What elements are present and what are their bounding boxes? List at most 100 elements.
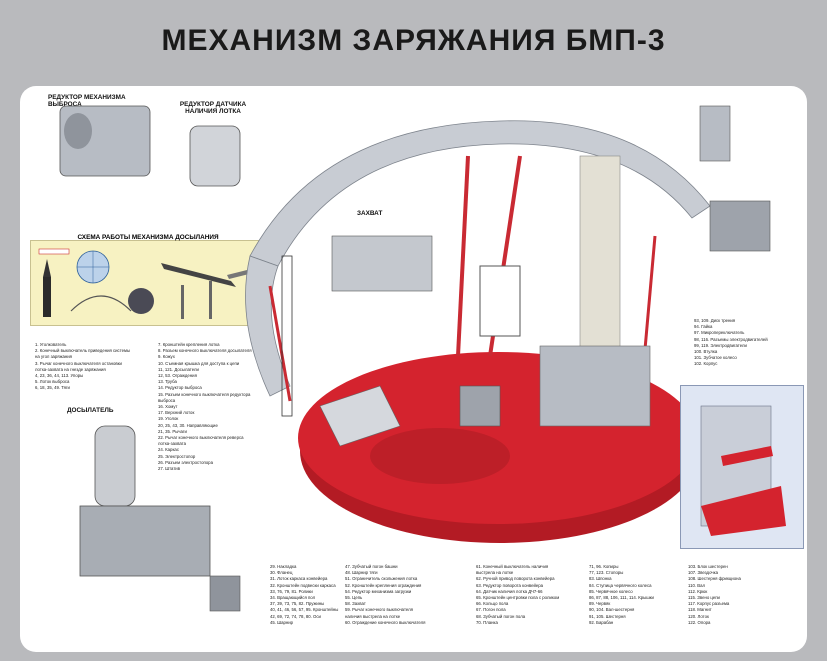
legend-entry: 63. Редуктор поворота конвейера bbox=[476, 582, 544, 588]
loading-tray bbox=[539, 345, 651, 427]
legend-entry: 42, 69, 72, 74, 78, 80. Оси bbox=[270, 613, 321, 619]
tie-rod-4 bbox=[268, 285, 292, 402]
legend-entry: 7. Кронштейн крепления лотка bbox=[158, 342, 220, 347]
detail-inset bbox=[680, 385, 804, 549]
legend-entry: 33, 76, 79, 81. Ролики bbox=[270, 588, 313, 594]
legend-entry: 100. Втулка bbox=[694, 349, 718, 355]
legend-entry: 4, 23, 36, 44, 113. Упоры bbox=[35, 373, 84, 379]
legend-entry: 98, 116. Разъемы электродвигателей bbox=[694, 336, 768, 342]
legend-entry: 55. Цепь bbox=[345, 595, 363, 601]
poster-title: МЕХАНИЗМ ЗАРЯЖАНИЯ БМП-3 bbox=[161, 24, 666, 57]
legend-entry: 117. Корпус разъема bbox=[688, 601, 730, 607]
legend-entry: 71, 96. Копиры bbox=[589, 564, 619, 569]
detail-inset-chain bbox=[479, 265, 521, 337]
tie-rod-1 bbox=[456, 155, 470, 357]
schema-drawing bbox=[38, 248, 261, 319]
legend-entry: 58. Захват bbox=[345, 601, 366, 607]
legend-entry: 31. Лоток каркаса конвейера bbox=[270, 576, 328, 582]
mechanism-illustration bbox=[59, 105, 771, 612]
legend-entry: 85. Червячное колесо bbox=[589, 588, 633, 594]
legend-entry: 8. Разъем конечного выключателя досылате… bbox=[158, 348, 252, 354]
legend-entry: на угол заряжания bbox=[35, 354, 72, 360]
grip-drawing bbox=[331, 235, 433, 292]
legend-entry: 29. Накладка bbox=[270, 564, 297, 569]
legend-entry: 102. Корпус bbox=[694, 361, 718, 367]
legend-entry: 48. Шарнир тяги bbox=[345, 570, 378, 576]
legend-entry: 45. Шарнир bbox=[270, 619, 294, 625]
legend-entry: 17. Верхний лоток bbox=[158, 410, 195, 416]
microswitch-drawing bbox=[699, 105, 731, 162]
legend-entry: 91, 105. Шестерня bbox=[589, 613, 626, 619]
legend-entry: 47. Зубчатый погон башни bbox=[345, 564, 398, 569]
legend-entry: 77, 123. Стопоры bbox=[589, 570, 624, 576]
legend-entry: выстрела на лотке bbox=[476, 570, 514, 576]
legend-entry: 52. Кронштейн крепления ограждения bbox=[345, 582, 422, 588]
legend-entry: 22. Рычаг конечного выключателя реверса bbox=[158, 435, 244, 441]
legend-entry: 94. Гайка bbox=[694, 324, 713, 330]
connector-drawing bbox=[209, 575, 241, 612]
legend-entry: 59. Рычаг конечного выключателя bbox=[345, 607, 413, 613]
legend-entry: 64. Датчик наличия лотка ДЧ7-66 bbox=[476, 588, 543, 594]
legend-entry: 6, 18, 35, 49. Тяги bbox=[35, 385, 70, 391]
legend-entry: 26. Разъем электростопора bbox=[158, 459, 213, 465]
legend-entry: 15. Разъем конечного выключателя редукто… bbox=[158, 391, 251, 397]
legend-entry: 83. Шпонка bbox=[589, 576, 612, 582]
legend-entry: 27. Штатив bbox=[158, 466, 180, 472]
legend-entry: 99, 119. Электродвигатели bbox=[694, 342, 747, 348]
legend-entry: 101. Зубчатое колесо bbox=[694, 355, 737, 361]
legend-entry: 12, 53. Ограждения bbox=[158, 373, 197, 379]
legend-entry: 62. Ручной привод поворота конвейера bbox=[476, 576, 555, 582]
legend-entry: лотка-захвата на гнезде заряжания bbox=[35, 366, 106, 372]
label-grip: ЗАХВАТ bbox=[357, 210, 383, 217]
floor-reducer bbox=[459, 385, 501, 427]
legend-entry: 122. Опора bbox=[688, 619, 711, 625]
legend-entry: 110. Вал bbox=[688, 582, 706, 588]
legend-entry: 65. Кронштейн центровки пола с роликом bbox=[476, 595, 560, 601]
legend-entry: 92. Барабан bbox=[589, 619, 614, 625]
legend-entry: 97. Микропереключатель bbox=[694, 330, 745, 336]
legend-entry: 60. Ограждение конечного выключателя bbox=[345, 619, 426, 625]
sensor-reducer-drawing bbox=[189, 125, 241, 187]
legend-entry: 112. Крюк bbox=[688, 588, 708, 594]
legend-entry: 93, 109. Диск трения bbox=[694, 318, 736, 323]
rammer-schema-box: СХЕМА РАБОТЫ МЕХАНИЗМА ДОСЫЛАНИЯ bbox=[30, 234, 266, 326]
legend-entry: 108. Шестерня фрикциона bbox=[688, 576, 741, 582]
legend-entry: 68. Зубчатый погон пола bbox=[476, 613, 526, 619]
legend-entry: 13. Труба bbox=[158, 379, 177, 385]
legend-entry: 107. Звездочка bbox=[688, 570, 718, 576]
legend-entry: 84. Ступица червячного колеса bbox=[589, 582, 652, 588]
legend-entry: 16. Хомут bbox=[158, 404, 178, 410]
schema-title: СХЕМА РАБОТЫ МЕХАНИЗМА ДОСЫЛАНИЯ bbox=[77, 234, 219, 241]
label-reducer-sensor: РЕДУКТОР ДАТЧИКА НАЛИЧИЯ ЛОТКА bbox=[179, 101, 247, 116]
label-reducer-eject: РЕДУКТОР МЕХАНИЗМА ВЫБРОСА bbox=[48, 94, 126, 109]
legend-entry: 120. Лоток bbox=[688, 613, 709, 619]
legend-entry: 89. Червяк bbox=[589, 601, 611, 607]
legend-entry: наличия выстрела на лотке bbox=[345, 613, 401, 619]
legend-entry: 25. Электростопор bbox=[158, 453, 196, 459]
legend-entry: лотка-захвата bbox=[158, 441, 186, 447]
legend-entry: 20, 25, 43, 30. Направляющие bbox=[158, 422, 218, 428]
legend-entry: 67. Погон пола bbox=[476, 607, 506, 613]
legend-entry: 51. Ограничитель скольжения лотка bbox=[345, 576, 418, 582]
chain-drawing bbox=[281, 255, 293, 417]
legend-entry: 5. Лоток выброса bbox=[35, 379, 70, 385]
legend-entry: 90, 104. Вал-шестерня bbox=[589, 607, 635, 613]
legend-entry: 54. Редуктор механизма загрузки bbox=[345, 588, 412, 594]
legend-entry: 19. Уголок bbox=[158, 416, 179, 422]
legend-entry: 10. Съемная крышка для доступа к цепи bbox=[158, 360, 240, 366]
legend-entry: 118. Магнит bbox=[688, 607, 712, 613]
legend-entry: 32. Кронштейн подвески каркаса bbox=[270, 582, 336, 588]
legend-entry: 70. Планка bbox=[476, 619, 498, 625]
rammer-gear-drawing bbox=[79, 505, 211, 577]
rammer-motor-drawing bbox=[94, 425, 136, 507]
floor-tray bbox=[319, 385, 401, 447]
conveyor-track-side bbox=[245, 255, 291, 397]
legend-entry: 24. Каркас bbox=[158, 447, 179, 453]
legend-entry: 11, 121. Досылатели bbox=[158, 366, 199, 372]
